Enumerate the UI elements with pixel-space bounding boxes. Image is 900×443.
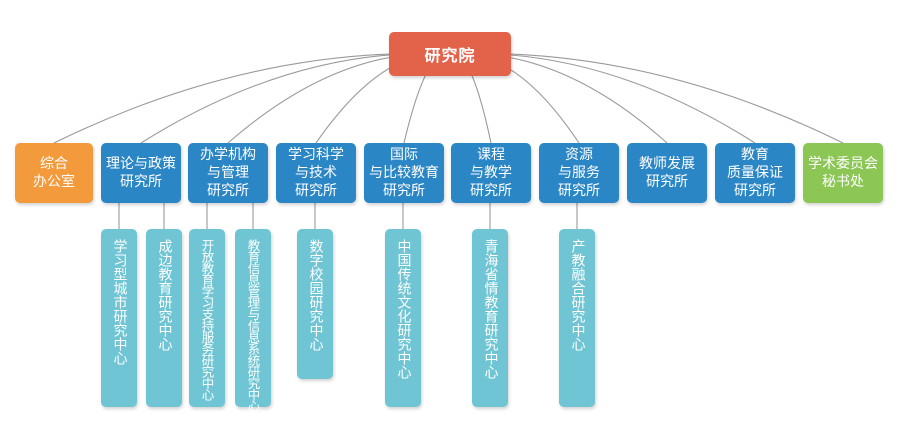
center-qinghai-education: 青海省情教育研究中心 [472,229,508,407]
dept-learning-science: 学习科学 与技术 研究所 [276,143,356,203]
center-digital-campus: 数字校园研究中心 [297,229,333,379]
center-label: 中国传统文化研究中心 [395,239,412,379]
dept-label: 办学机构 与管理 研究所 [200,147,256,199]
dept-label: 学习科学 与技术 研究所 [288,147,344,199]
dept-label: 综合 办公室 [33,156,75,190]
dept-school-management: 办学机构 与管理 研究所 [188,143,268,203]
dept-academic-secretariat: 学术委员会 秘书处 [803,143,883,203]
center-label: 教育信息管理与信息系统研究中心 [245,239,261,412]
dept-general-office: 综合 办公室 [15,143,93,203]
center-industry-education: 产教融合研究中心 [559,229,595,407]
dept-label: 教师发展 研究所 [639,156,695,190]
center-label: 成边教育研究中心 [156,239,173,351]
dept-international-comparative: 国际 与比较教育 研究所 [364,143,444,203]
dept-label: 资源 与服务 研究所 [558,147,600,199]
center-learning-city: 学习型城市研究中心 [101,229,137,407]
center-label: 数字校园研究中心 [307,239,324,351]
root-node-label: 研究院 [424,46,476,65]
dept-label: 教育 质量保证 研究所 [727,147,783,199]
root-node-institute: 研究院 [389,32,511,76]
dept-label: 课程 与教学 研究所 [470,147,512,199]
dept-label: 学术委员会 秘书处 [808,156,878,190]
dept-curriculum-teaching: 课程 与教学 研究所 [451,143,531,203]
dept-theory-policy: 理论与政策 研究所 [101,143,181,203]
center-traditional-culture: 中国传统文化研究中心 [385,229,421,407]
center-open-education-support: 开放教育学习支持服务研究中心 [189,229,225,407]
center-border-education: 成边教育研究中心 [146,229,182,407]
center-label: 产教融合研究中心 [569,239,586,351]
dept-quality-assurance: 教育 质量保证 研究所 [715,143,795,203]
dept-label: 国际 与比较教育 研究所 [369,147,439,199]
dept-teacher-development: 教师发展 研究所 [627,143,707,203]
dept-resources-services: 资源 与服务 研究所 [539,143,619,203]
center-label: 青海省情教育研究中心 [482,239,499,379]
center-label: 学习型城市研究中心 [111,239,128,365]
dept-label: 理论与政策 研究所 [106,156,176,190]
center-information-management: 教育信息管理与信息系统研究中心 [235,229,271,412]
center-label: 开放教育学习支持服务研究中心 [199,239,215,400]
